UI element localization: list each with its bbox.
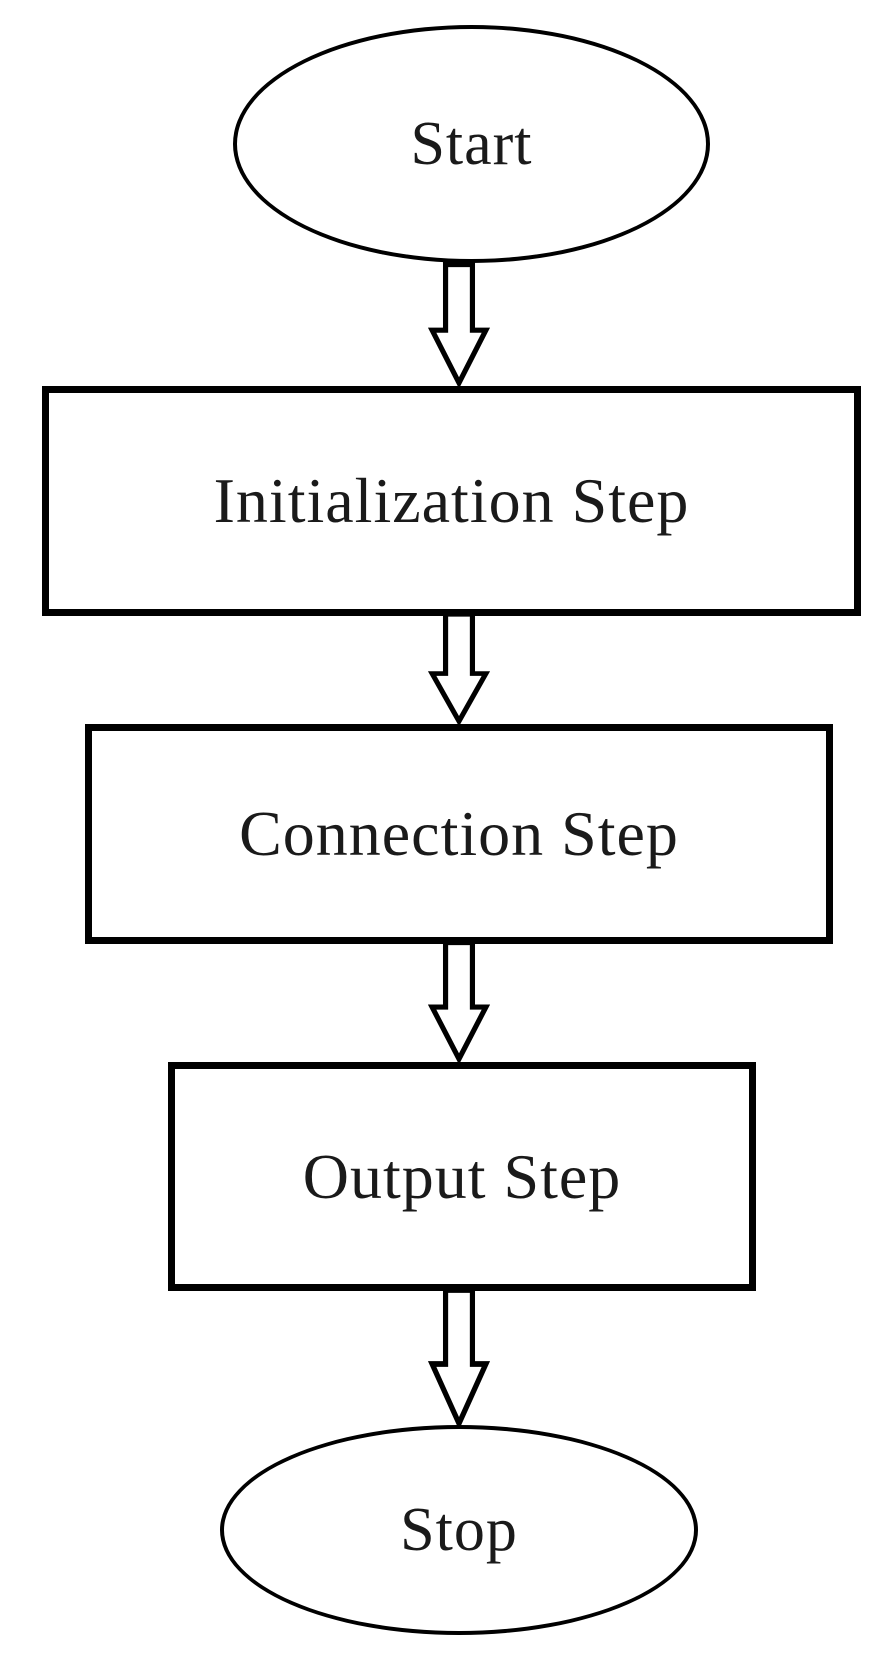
initialization-step-label: Initialization Step xyxy=(213,465,690,536)
stop-label: Stop xyxy=(400,1496,518,1564)
initialization-step-node: Initialization Step xyxy=(42,386,861,616)
connection-step-label: Connection Step xyxy=(239,798,679,869)
connection-step-node: Connection Step xyxy=(85,724,833,944)
stop-terminator-node: Stop xyxy=(220,1425,698,1635)
down-block-arrow-icon xyxy=(428,940,490,1062)
down-block-arrow-icon xyxy=(428,1287,490,1427)
output-step-node: Output Step xyxy=(168,1062,756,1291)
down-block-arrow-icon xyxy=(428,262,490,386)
start-terminator-node: Start xyxy=(233,25,710,263)
start-label: Start xyxy=(410,110,533,178)
output-step-label: Output Step xyxy=(302,1140,622,1212)
down-block-arrow-icon xyxy=(428,612,490,724)
